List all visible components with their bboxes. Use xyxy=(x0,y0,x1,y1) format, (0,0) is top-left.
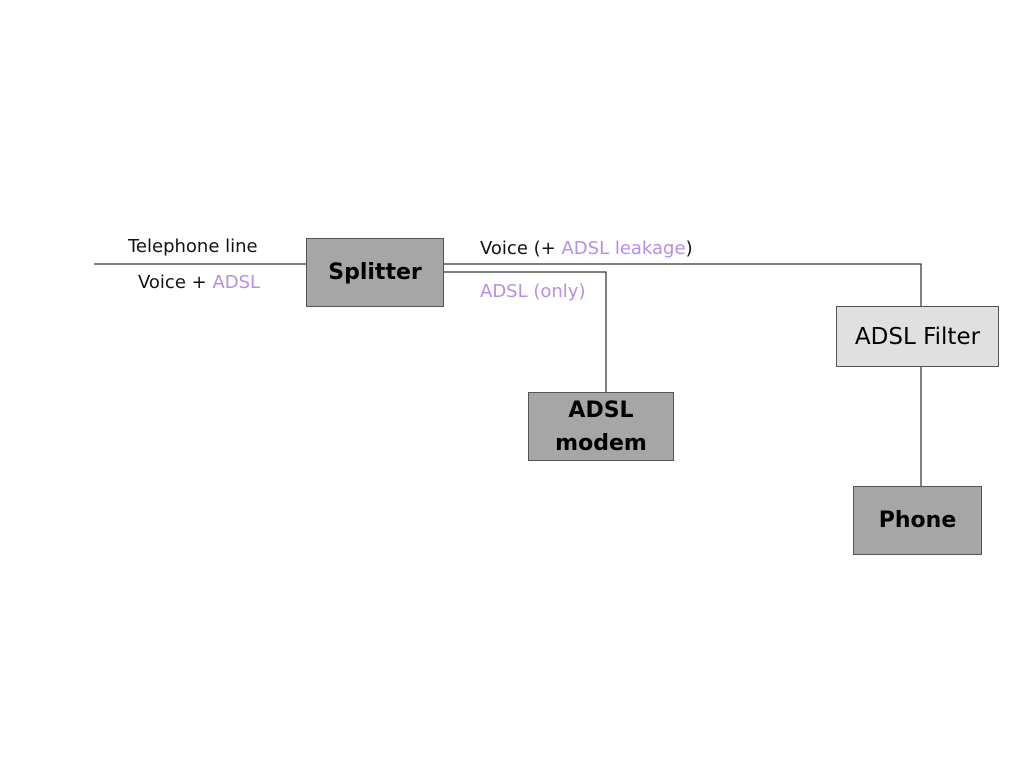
phone-box: Phone xyxy=(853,486,982,555)
input-signal-label: Voice + ADSL xyxy=(138,272,260,293)
telephone-line-label: Telephone line xyxy=(128,236,258,257)
adsl-only-text: ADSL (only) xyxy=(480,281,586,302)
adsl-wire xyxy=(444,271,607,392)
adsl-output-label: ADSL (only) xyxy=(480,281,585,302)
adsl-modem-label: ADSL modem xyxy=(555,397,647,456)
voice-suffix-text: ) xyxy=(685,238,693,259)
phone-label: Phone xyxy=(878,508,957,533)
splitter-box: Splitter xyxy=(306,238,444,307)
voice-prefix-text: Voice (+ xyxy=(480,238,556,259)
splitter-label: Splitter xyxy=(328,260,422,285)
telephone-line-text: Telephone line xyxy=(128,236,258,257)
voice-wire xyxy=(444,263,922,306)
adsl-modem-box: ADSL modem xyxy=(528,392,674,461)
input-adsl-text: ADSL xyxy=(212,272,261,293)
voice-output-label: Voice (+ ADSL leakage) xyxy=(480,238,693,259)
adsl-leakage-text: ADSL leakage xyxy=(561,238,686,259)
adsl-filter-box: ADSL Filter xyxy=(836,306,999,367)
input-voice-text: Voice + xyxy=(138,272,207,293)
adsl-filter-label: ADSL Filter xyxy=(854,323,981,350)
